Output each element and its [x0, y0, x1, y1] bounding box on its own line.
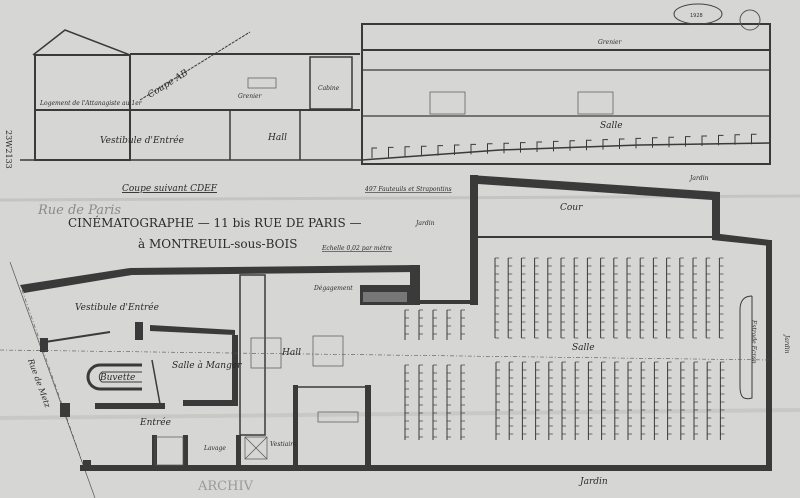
section-seat: [503, 142, 509, 154]
section-seat: [421, 145, 427, 157]
hatched-area: [363, 292, 407, 302]
capacity-note: 497 Fauteuils et Strapontins: [364, 186, 452, 193]
label-entrance: Entrée: [139, 417, 171, 428]
label-vestibule: Vestibule d'Entrée: [100, 135, 184, 146]
section-seat: [388, 146, 394, 158]
floor-plan: Rue de Metz Vestibule d'Entrée Dégagemen…: [0, 175, 790, 498]
label-courtyard: Cour: [560, 203, 583, 213]
section-seat: [619, 138, 625, 149]
scale-note: Echelle 0,02 par mètre: [321, 245, 392, 252]
stamp-year: 1928: [690, 13, 703, 19]
label-garden-top: Jardin: [414, 220, 435, 227]
label-lodging: Logement de l'Attanagiste au 1er: [39, 100, 143, 107]
section-seat: [371, 147, 377, 158]
section-seat: [404, 146, 410, 157]
margin-reference: 23W2133: [4, 130, 13, 169]
label-hall-room: Salle: [600, 121, 623, 131]
section-seat: [602, 139, 608, 150]
label-attic-left: Grenier: [238, 93, 263, 100]
fold-line: [0, 408, 800, 420]
title-line1: CINÉMATOGRAPHE — 11 bis RUE DE PARIS —: [68, 215, 361, 230]
section-seat: [734, 134, 740, 145]
auditorium-seat-rows: [404, 257, 725, 440]
label-bar: Buvette: [99, 373, 135, 383]
section-seat: [701, 135, 707, 146]
section-seat: [437, 145, 443, 156]
label-cloakroom: Vestiaire: [270, 441, 297, 448]
label-garden-right: Jardin: [783, 333, 790, 354]
section-seat: [487, 143, 493, 154]
label-stage: Estrade Ecran: [750, 319, 757, 364]
archive-stamp: [673, 3, 723, 25]
section-caption: Coupe suivant CDEF: [122, 184, 218, 194]
section-seat: [751, 133, 757, 145]
label-attic-right: Grenier: [598, 39, 623, 46]
label-hall: Hall: [267, 133, 287, 143]
section-seat: [635, 137, 641, 149]
label-hall: Hall: [281, 348, 301, 358]
section-seat: [536, 141, 542, 152]
watermark: ARCHIV: [197, 479, 254, 494]
seal-stamp: [739, 9, 761, 31]
section-seat: [652, 137, 658, 148]
handwritten-note: Rue de Paris: [37, 203, 121, 218]
section-seat: [718, 134, 724, 146]
label-vestibule: Vestibule d'Entrée: [75, 302, 159, 313]
label-garden-bottom: Jardin: [578, 477, 608, 487]
label-clearance: Dégagement: [313, 285, 353, 292]
label-garden: Jardin: [688, 175, 709, 182]
section-seat: [520, 142, 526, 153]
label-dining: Salle à Manger: [172, 360, 242, 371]
section-seat-rows: [371, 133, 757, 158]
section-seat: [569, 140, 575, 151]
section-seat: [668, 136, 674, 148]
section-seat: [553, 140, 559, 152]
section-seat: [685, 136, 691, 147]
section-seat: [586, 139, 592, 151]
section-seat: [454, 144, 460, 155]
label-washroom: Lavage: [203, 445, 226, 452]
label-booth: Cabine: [318, 85, 340, 92]
section-seat: [470, 143, 476, 155]
title-line2: à MONTREUIL-sous-BOIS: [138, 237, 297, 251]
label-auditorium: Salle: [572, 343, 595, 353]
